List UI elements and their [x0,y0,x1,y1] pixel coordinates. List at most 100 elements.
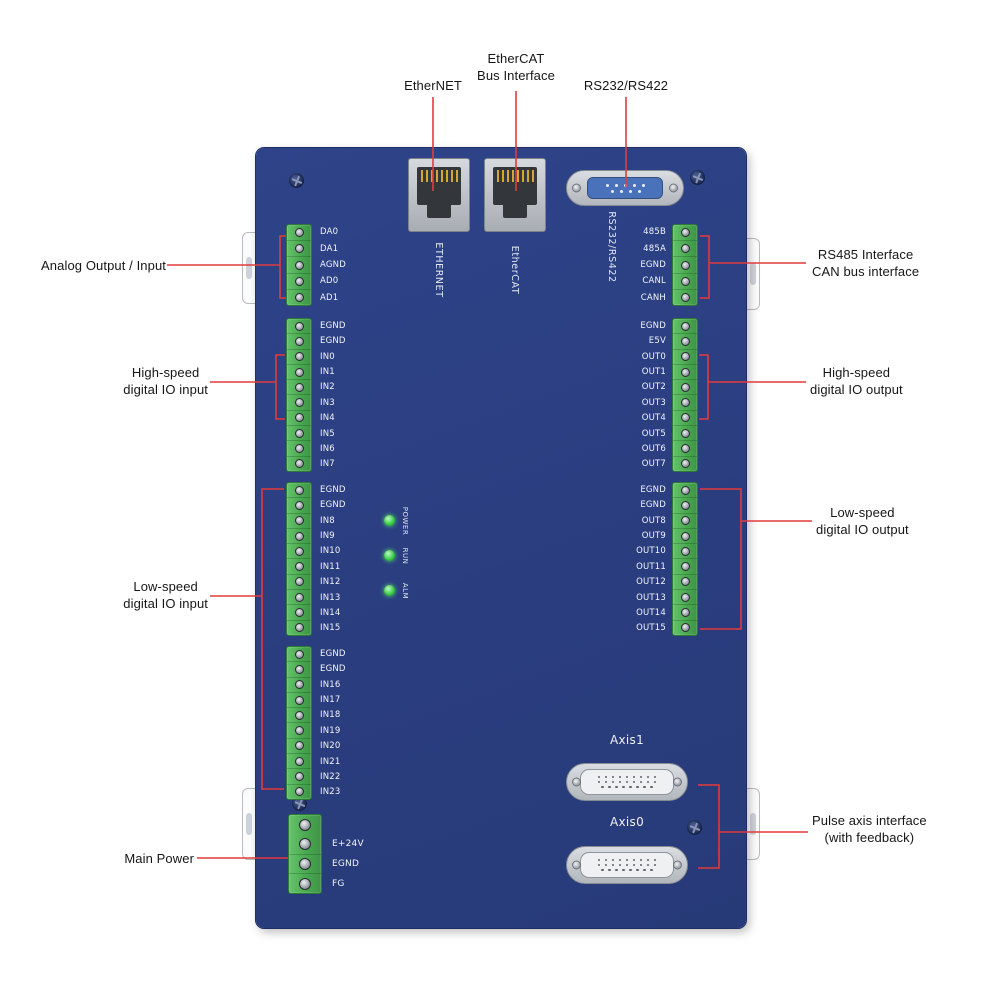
led-label: RUN [401,547,409,564]
terminal-pin [287,676,311,692]
jackscrew-icon [572,183,581,193]
pin-hole-icon [680,276,690,286]
pin-label: DA0 [320,227,339,238]
pin-label: EGND [320,336,346,347]
terminal-pin [287,440,311,455]
terminal-pin [287,558,311,573]
pin-label: OUT4 [641,413,666,424]
pin-label: DA1 [320,243,339,254]
pin-hole-icon [294,292,304,302]
callout-ls-digital-output: Low-speed digital IO output [816,505,909,538]
terminal-pin [287,589,311,604]
pin-label: OUT2 [641,382,666,393]
screw-icon [289,173,304,188]
pin-label: AGND [320,260,346,271]
pin-hole-icon [680,562,690,572]
terminal-pin [287,512,311,528]
led-label: POWER [401,506,409,535]
terminal-pin [673,348,697,364]
pin-hole-icon [294,428,304,438]
terminal-pin [287,722,311,737]
pin-hole-icon [294,413,304,423]
status-led: RUN [384,538,409,573]
pin-hole-icon [294,352,304,362]
rj45-latch-slot [427,203,451,218]
terminal-pin [287,543,311,558]
axis0-label: Axis0 [609,815,645,829]
terminal-pin [673,409,697,425]
axis0-db26-connector [566,846,688,884]
pin-label: E5V [648,336,666,347]
jackscrew-icon [572,777,581,787]
pin-hole-icon [294,382,304,392]
mounting-tab [744,238,760,310]
pin-hole-icon [294,260,304,270]
pin-label: OUT15 [636,623,666,634]
terminal-block-rs485-can [672,224,698,306]
pin-label: OUT11 [636,561,666,572]
pin-hole-icon [294,787,304,797]
terminal-block-hs-output [672,318,698,472]
terminal-pin [673,558,697,573]
terminal-block-ls-input-b [286,646,312,800]
pin-label: FG [332,879,345,889]
terminal-block-ls-input-a [286,482,312,636]
led-icon [384,515,395,526]
terminal-block-ls-output [672,482,698,636]
pin-label: OUT6 [641,443,666,454]
pin-label: IN20 [320,741,341,752]
terminal-pin [287,363,311,379]
jackscrew-icon [572,860,581,870]
callout-analog-io: Analog Output / Input [41,258,166,273]
pin-hole-icon [294,726,304,736]
pin-hole-icon [294,500,304,510]
pin-hole-icon [680,398,690,408]
axis1-db26-connector [566,763,688,801]
pin-label: IN6 [320,443,335,454]
pin-label: IN12 [320,577,341,588]
screw-icon [687,820,702,835]
terminal-pin [289,835,321,854]
pin-hole-icon [680,228,690,238]
pin-hole-icon [294,756,304,766]
pin-hole-icon [294,710,304,720]
terminal-pin [287,604,311,619]
pin-hole-icon [680,292,690,302]
terminal-block-main-power [288,814,322,894]
pin-hole-icon [680,459,690,469]
pin-hole-icon [680,531,690,541]
pin-hole-icon [294,531,304,541]
pin-label: IN8 [320,515,335,526]
pin-hole-icon [680,336,690,346]
callout-ethercat-bus: EtherCAT Bus Interface [477,51,555,84]
terminal-pin [673,440,697,455]
terminal-pin [287,707,311,722]
terminal-pin [673,379,697,394]
terminal-pin [287,272,311,289]
pin-hole-icon [680,608,690,618]
pin-label: OUT8 [641,515,666,526]
terminal-pin [673,225,697,240]
terminal-pin [287,240,311,256]
pin-hole-icon [299,877,311,890]
status-led-panel: POWER RUN ALM [384,503,409,608]
pin-hole-icon [680,623,690,633]
pin-label: IN2 [320,382,335,393]
pin-hole-icon [680,546,690,556]
pin-label: 485A [643,243,666,254]
pin-hole-icon [294,336,304,346]
terminal-pin [673,527,697,543]
terminal-pin [287,527,311,543]
pin-hole-icon [680,444,690,454]
pin-hole-icon [680,413,690,423]
pin-label: OUT14 [636,607,666,618]
rj45-latch-slot [503,203,527,218]
pin-label: IN11 [320,561,341,572]
pin-hole-icon [680,367,690,377]
pin-hole-icon [680,352,690,362]
pin-label: OUT5 [641,428,666,439]
